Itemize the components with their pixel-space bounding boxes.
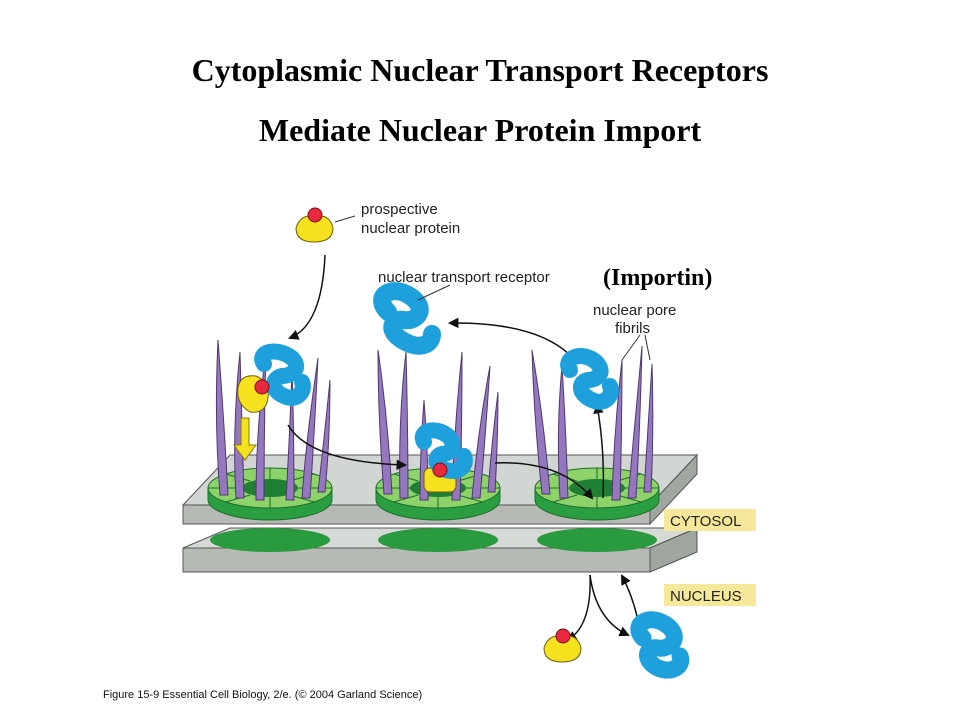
label-prospective-1: prospective — [361, 201, 438, 218]
arrow-cargo-release — [566, 574, 591, 642]
arrow-through-pore — [494, 462, 594, 500]
receptor-free — [373, 282, 441, 355]
receptor-returning — [560, 348, 619, 410]
label-importin: (Importin) — [603, 265, 712, 291]
title-line-2: Mediate Nuclear Protein Import — [258, 112, 702, 148]
label-fibrils-1: nuclear pore — [593, 302, 676, 319]
svg-text:NUCLEUS: NUCLEUS — [670, 588, 742, 605]
receptor-cargo-complex-1 — [237, 343, 311, 413]
cytosol-label: CYTOSOL — [664, 509, 756, 531]
label-fibrils-2: fibrils — [615, 320, 650, 337]
yellow-down-arrow — [233, 417, 257, 461]
label-prospective-2: nuclear protein — [361, 220, 460, 237]
arrow-to-pore — [287, 424, 408, 470]
title-line-1: Cytoplasmic Nuclear Transport Receptors — [191, 52, 769, 88]
arrow-receptor-return — [593, 402, 605, 499]
transport-arrows — [287, 254, 641, 642]
receptor-released — [630, 611, 690, 679]
arrow-binding — [288, 254, 326, 340]
arrow-receptor-release — [589, 574, 630, 637]
nuclear-pore-3 — [534, 467, 660, 552]
receptor-cargo-complex-2 — [414, 422, 473, 493]
nucleus-label: NUCLEUS — [664, 584, 756, 606]
prospective-nuclear-protein — [295, 207, 334, 243]
svg-text:CYTOSOL: CYTOSOL — [670, 513, 741, 530]
figure-caption: Figure 15-9 Essential Cell Biology, 2/e.… — [103, 689, 423, 701]
label-leaders — [334, 215, 651, 361]
released-nuclear-protein — [543, 628, 582, 663]
label-receptor: nuclear transport receptor — [378, 269, 550, 286]
arrow-receptor-recycle — [447, 317, 571, 356]
